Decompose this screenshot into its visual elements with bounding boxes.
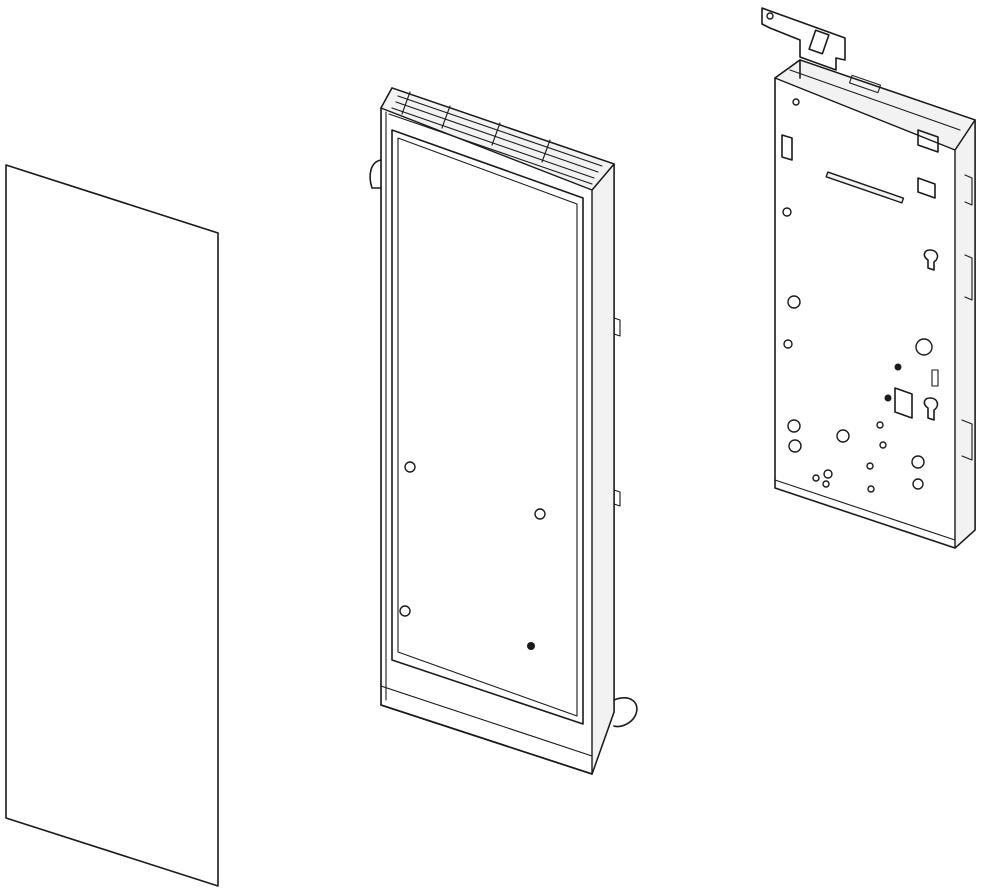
glass-panel bbox=[5, 164, 219, 887]
door-frame bbox=[369, 87, 638, 775]
control-bracket bbox=[761, 7, 976, 549]
